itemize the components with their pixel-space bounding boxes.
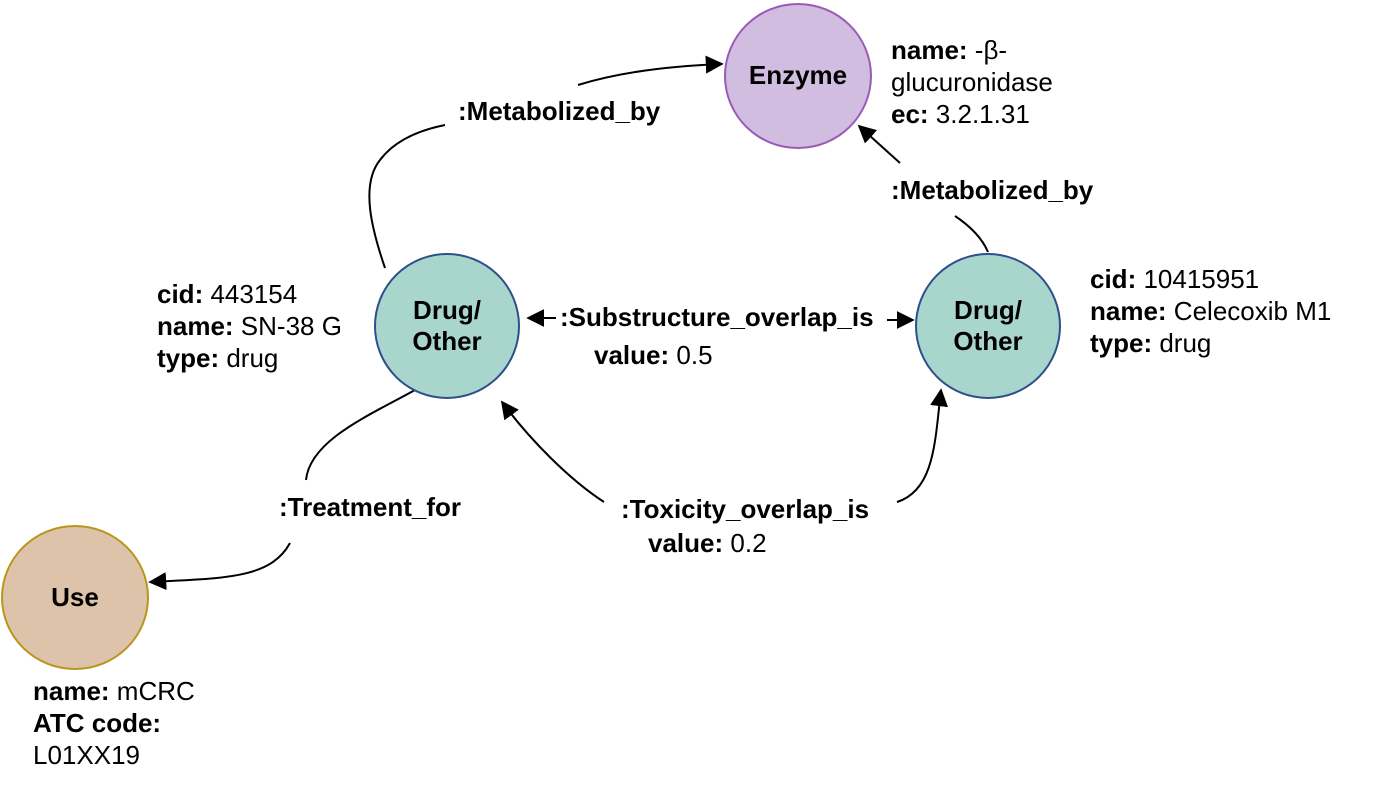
- drug-left-cid-value: 443154: [203, 279, 298, 309]
- substructure-value-key: value:: [594, 340, 670, 370]
- drug-left-name-key: name:: [157, 311, 234, 341]
- edge-treatment-upper: [305, 389, 416, 481]
- drug-left-name-value: SN-38 G: [233, 311, 342, 341]
- enzyme-ec-key: ec:: [891, 99, 929, 129]
- enzyme-name-value: -β-: [967, 35, 1008, 65]
- enzyme-ec-value: 3.2.1.31: [928, 99, 1030, 129]
- edge-value-substructure: value: 0.5: [594, 342, 713, 368]
- drug-left-cid-row: cid: 443154: [157, 278, 342, 310]
- enzyme-attributes: name: -β- glucuronidase ec: 3.2.1.31: [891, 34, 1053, 130]
- drug-left-type-key: type:: [157, 343, 220, 373]
- enzyme-name-row: name: -β-: [891, 34, 1053, 66]
- drug-left-node[interactable]: Drug/ Other: [374, 253, 520, 399]
- use-name-key: name:: [33, 676, 110, 706]
- drug-left-node-label: Drug/ Other: [412, 294, 482, 356]
- edge-value-toxicity: value: 0.2: [648, 530, 767, 556]
- use-node[interactable]: Use: [1, 525, 149, 670]
- drug-left-attributes: cid: 443154 name: SN-38 G type: drug: [157, 278, 342, 374]
- drug-right-type-row: type: drug: [1090, 327, 1331, 359]
- edge-label-substructure: :Substructure_overlap_is: [560, 302, 874, 332]
- edge-metabolized-left-lower: [368, 124, 446, 269]
- drug-left-cid-key: cid:: [157, 279, 204, 309]
- drug-right-name-key: name:: [1090, 296, 1167, 326]
- drug-right-type-key: type:: [1090, 328, 1153, 358]
- enzyme-node[interactable]: Enzyme: [724, 3, 872, 149]
- drug-right-name-value: Celecoxib M1: [1166, 296, 1332, 326]
- drug-right-cid-key: cid:: [1090, 264, 1137, 294]
- enzyme-ec-row: ec: 3.2.1.31: [891, 98, 1053, 130]
- use-name-row: name: mCRC: [33, 675, 195, 707]
- use-atc-key: ATC code:: [33, 708, 162, 738]
- edge-metabolized-left-upper: [577, 55, 724, 86]
- use-name-value: mCRC: [109, 676, 195, 706]
- use-atc-value: L01XX19: [33, 740, 140, 770]
- drug-left-type-row: type: drug: [157, 342, 342, 374]
- drug-right-cid-value: 10415951: [1136, 264, 1260, 294]
- toxicity-value: 0.2: [723, 528, 767, 558]
- edge-label-metabolized-right: :Metabolized_by: [891, 175, 1094, 205]
- edge-label-toxicity: :Toxicity_overlap_is: [621, 494, 870, 524]
- substructure-value: 0.5: [669, 340, 713, 370]
- use-node-label: Use: [51, 581, 99, 612]
- edge-label-metabolized-left: :Metabolized_by: [458, 96, 661, 126]
- edge-metabolized-right-upper: [857, 124, 901, 164]
- toxicity-value-key: value:: [648, 528, 724, 558]
- edge-metabolized-right-lower: [954, 215, 989, 253]
- edge-label-treatment: :Treatment_for: [279, 492, 462, 522]
- drug-left-type-value: drug: [219, 343, 279, 373]
- enzyme-name-key: name:: [891, 35, 968, 65]
- drug-right-node-label: Drug/ Other: [953, 294, 1023, 356]
- drug-right-type-value: drug: [1152, 328, 1212, 358]
- drug-right-cid-row: cid: 10415951: [1090, 263, 1331, 295]
- drug-left-name-row: name: SN-38 G: [157, 310, 342, 342]
- enzyme-node-label: Enzyme: [748, 60, 848, 91]
- drug-right-attributes: cid: 10415951 name: Celecoxib M1 type: d…: [1090, 263, 1331, 359]
- drug-right-name-row: name: Celecoxib M1: [1090, 295, 1331, 327]
- use-attributes: name: mCRC ATC code: L01XX19: [33, 675, 195, 771]
- edge-treatment-lower: [148, 542, 291, 591]
- edge-toxicity-right: [896, 388, 949, 503]
- enzyme-name-row-2: glucuronidase: [891, 67, 1053, 97]
- drug-right-node[interactable]: Drug/ Other: [915, 253, 1061, 399]
- edge-toxicity-left: [500, 400, 605, 503]
